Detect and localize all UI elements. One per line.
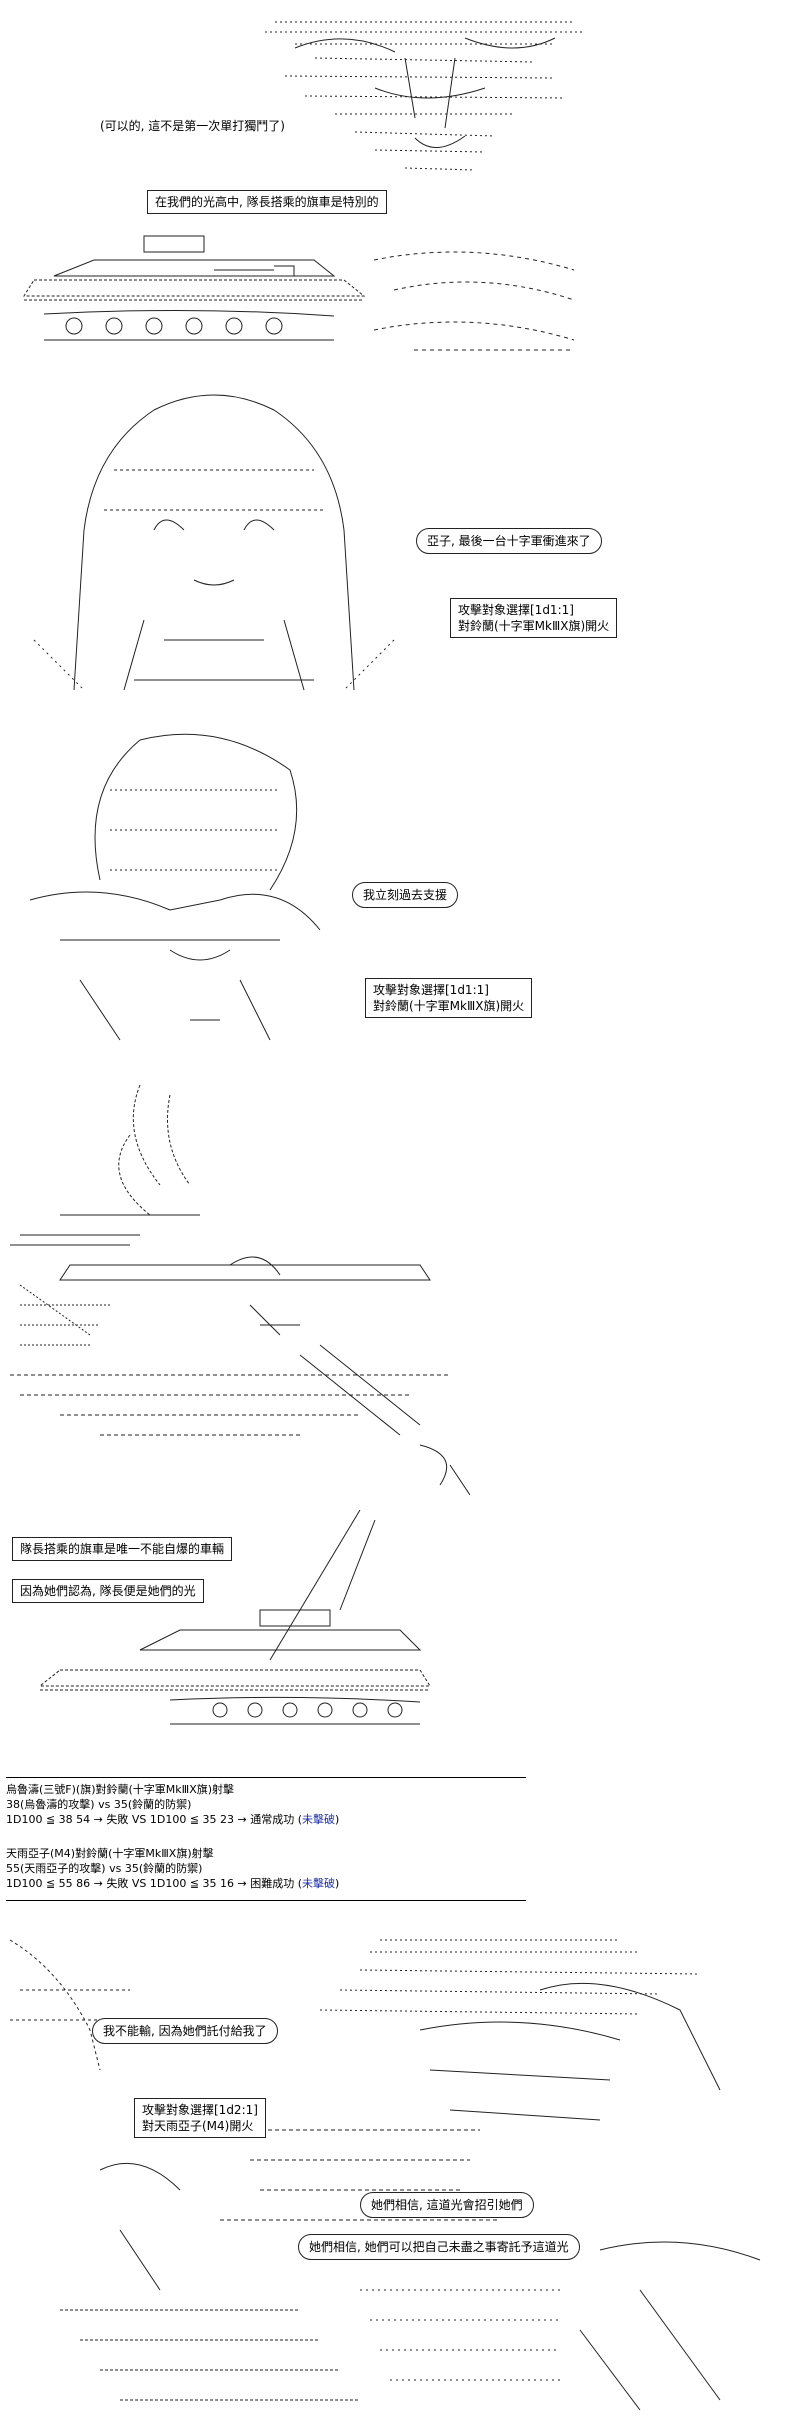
log-divider-top — [6, 1777, 526, 1778]
speech-bubble: 亞子, 最後一台十字軍衝進來了 — [416, 528, 602, 554]
attack-target-box: 攻擊對象選擇[1d1:1] 對鈴蘭(十字軍MkⅢX旗)開火 — [450, 598, 618, 638]
result-link[interactable]: 未擊破 — [302, 1813, 336, 1826]
inner-monologue: (可以的, 這不是第一次單打獨鬥了) — [100, 119, 285, 133]
ascii-art-tank — [14, 230, 584, 370]
attack-target-box: 攻擊對象選擇[1d2:1] 對天雨亞子(M4)開火 — [134, 2098, 266, 2138]
speech-bubble-3: 她們相信, 她們可以把自己未盡之事寄託予這道光 — [298, 2234, 580, 2260]
result-link[interactable]: 未擊破 — [302, 1877, 336, 1890]
panel-5 — [0, 1075, 800, 1505]
narration-caption-1: 隊長搭乘的旗車是唯一不能自爆的車輛 — [12, 1537, 233, 1561]
ascii-art-crowd — [0, 1930, 800, 2427]
roll-result: 1D100 ≦ 55 86 → 失敗 VS 1D100 ≦ 35 16 → 困難… — [6, 1877, 340, 1890]
narration-caption: 在我們的光高中, 隊長搭乘的旗車是特別的 — [147, 190, 387, 214]
narration-caption-2: 因為她們認為, 隊長便是她們的光 — [12, 1579, 204, 1603]
box-line-2: 對鈴蘭(十字軍MkⅢX旗)開火 — [373, 999, 525, 1013]
box-line-2: 對天雨亞子(M4)開火 — [142, 2119, 254, 2133]
roll-result: 1D100 ≦ 38 54 → 失敗 VS 1D100 ≦ 35 23 → 通常… — [6, 1813, 340, 1826]
roll-versus: 38(烏魯濤的攻擊) vs 35(鈴蘭的防禦) — [6, 1798, 192, 1811]
speech-bubble-2: 她們相信, 這道光會招引她們 — [360, 2192, 534, 2218]
roll-title: 天雨亞子(M4)對鈴蘭(十字軍MkⅢX旗)射擊 — [6, 1847, 214, 1860]
box-line-1: 攻擊對象選擇[1d2:1] — [142, 2103, 258, 2117]
ascii-art-flag-tank — [20, 1510, 440, 1770]
ascii-art-tank-firing — [0, 1075, 471, 1496]
dice-roll-1: 烏魯濤(三號F)(旗)對鈴蘭(十字軍MkⅢX旗)射擊 38(烏魯濤的攻擊) vs… — [6, 1782, 339, 1827]
box-line-2: 對鈴蘭(十字軍MkⅢX旗)開火 — [458, 619, 610, 633]
attack-target-box: 攻擊對象選擇[1d1:1] 對鈴蘭(十字軍MkⅢX旗)開火 — [365, 978, 533, 1018]
log-divider-bottom — [6, 1900, 526, 1901]
speech-bubble-1: 我不能輸, 因為她們託付給我了 — [92, 2018, 278, 2044]
panel-6: 隊長搭乘的旗車是唯一不能自爆的車輛 因為她們認為, 隊長便是她們的光 — [0, 1510, 800, 1780]
ascii-art-girl-facing — [14, 390, 414, 700]
ascii-art-tank-commander — [255, 18, 595, 186]
panel-3: 亞子, 最後一台十字軍衝進來了 攻擊對象選擇[1d1:1] 對鈴蘭(十字軍MkⅢ… — [0, 380, 800, 710]
box-line-1: 攻擊對象選擇[1d1:1] — [373, 983, 489, 997]
roll-versus: 55(天雨亞子的攻擊) vs 35(鈴蘭的防禦) — [6, 1862, 203, 1875]
dice-roll-2: 天雨亞子(M4)對鈴蘭(十字軍MkⅢX旗)射擊 55(天雨亞子的攻擊) vs 3… — [6, 1846, 339, 1891]
speech-bubble: 我立刻過去支援 — [352, 882, 459, 908]
roll-title: 烏魯濤(三號F)(旗)對鈴蘭(十字軍MkⅢX旗)射擊 — [6, 1783, 235, 1796]
panel-7: 我不能輸, 因為她們託付給我了 攻擊對象選擇[1d2:1] 對天雨亞子(M4)開… — [0, 1930, 800, 2427]
panel-4: 我立刻過去支援 攻擊對象選擇[1d1:1] 對鈴蘭(十字軍MkⅢX旗)開火 — [0, 730, 800, 1060]
panel-2 — [0, 220, 800, 380]
panel-1: (可以的, 這不是第一次單打獨鬥了) — [0, 0, 800, 200]
ascii-art-girl-saluting — [20, 730, 360, 1050]
box-line-1: 攻擊對象選擇[1d1:1] — [458, 603, 574, 617]
